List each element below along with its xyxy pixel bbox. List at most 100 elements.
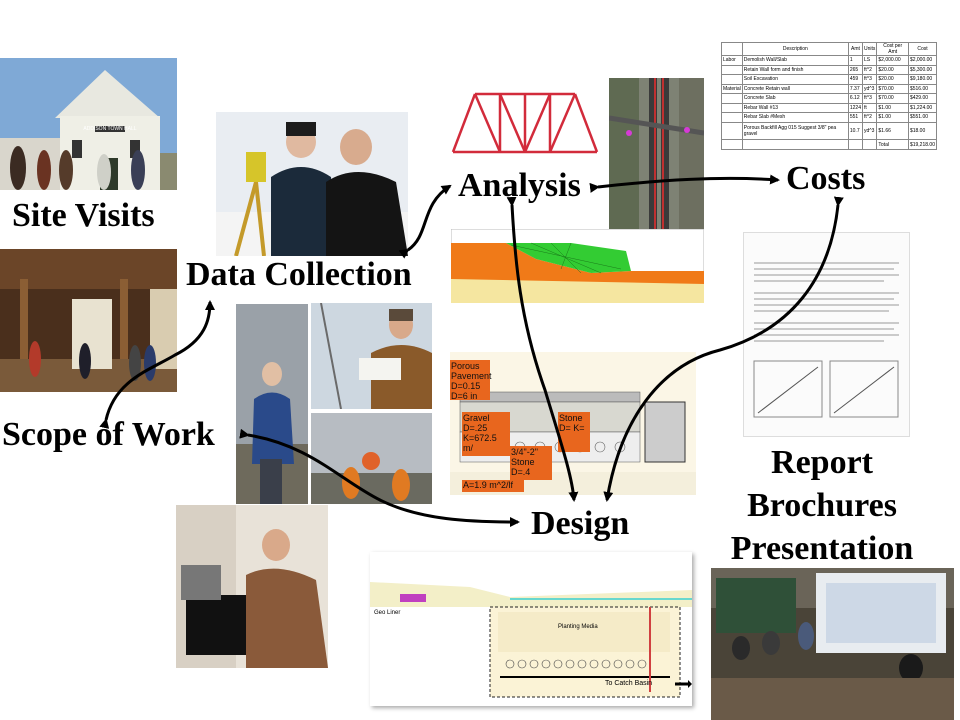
callout-porous-pavement: Porous Pavement D=0.15 D=6 in <box>450 360 492 401</box>
cost-table-cell <box>721 121 743 141</box>
cost-table-cell: ft^3 <box>861 74 878 85</box>
cost-table-cell <box>721 112 743 123</box>
cost-table-cell <box>847 139 864 150</box>
cost-table-cell: $1,224.00 <box>907 102 938 114</box>
label-costs: Costs <box>786 160 866 197</box>
cost-table-cell: yd^3 <box>861 121 878 141</box>
cost-header: Amt <box>847 42 864 56</box>
cost-table-cell <box>861 139 878 150</box>
cost-table-cell <box>721 64 743 76</box>
label-report: Report <box>771 444 873 481</box>
cost-table-cell: Rebar Wall #13 <box>741 102 849 114</box>
callout-stone-size: 3/4"-2" Stone D=.4 <box>510 446 552 480</box>
label-presentation: Presentation <box>730 530 914 567</box>
cost-table-cell: Labor <box>721 55 743 66</box>
cost-table-cell: $551.00 <box>907 112 938 123</box>
cost-table-cell: $20.00 <box>876 74 909 85</box>
cost-table-cell: 265 <box>847 64 864 76</box>
cost-table-row: Total$19,218.00 <box>721 139 938 150</box>
cost-table-cell: ft^2 <box>861 64 878 76</box>
surveying-photo <box>216 112 408 256</box>
cost-table-cell: Porous Backfill Agg 015 Suggest 3/8" pea… <box>741 121 849 141</box>
callout-gravel: Gravel D=.25 K=672.5 m/ <box>462 412 510 456</box>
cost-table-cell: 1224 <box>847 102 864 114</box>
cost-table-header: Description Amt Units Cost per Amt Cost <box>721 42 938 56</box>
label-data-collection: Data Collection <box>186 256 412 293</box>
callout-area: A=1.9 m^2/lf <box>462 480 524 492</box>
field-workers-photo <box>311 413 432 504</box>
cost-table-cell: 10.7 <box>847 121 864 141</box>
field-reader-photo <box>311 303 432 409</box>
catch-basin-label: To Catch Basin <box>605 680 653 687</box>
cost-table-cell: Total <box>876 139 909 150</box>
cost-table-cell: Demolish Wall/Slab <box>741 55 849 66</box>
cost-table-cell: ft^3 <box>861 93 878 104</box>
cost-table: Description Amt Units Cost per Amt Cost … <box>721 42 938 150</box>
cost-table-cell <box>721 93 743 104</box>
cost-table-cell <box>721 74 743 85</box>
presentation-classroom-photo <box>711 568 954 720</box>
cost-header: Description <box>741 42 849 56</box>
cost-table-cell: $1.66 <box>876 121 909 141</box>
cost-table-cell: LS <box>861 55 878 66</box>
cost-table-cell: Material <box>721 83 743 95</box>
arrow-data-to-analysis <box>398 184 452 259</box>
slope-analysis-drawing <box>451 229 704 303</box>
cost-table-cell: $1.00 <box>876 102 909 114</box>
cost-table-cell: 459 <box>847 74 864 85</box>
design-section-drawing: Porous Pavement D=0.15 D=6 in Gravel D=.… <box>450 352 696 495</box>
aerial-road-photo <box>609 78 704 230</box>
label-brochures: Brochures <box>747 487 897 524</box>
cost-table-cell: Soil Excavation <box>741 74 849 85</box>
field-student-photo <box>236 304 308 504</box>
cost-table-cell: $2,000.00 <box>907 55 938 66</box>
cost-table-cell: yd^3 <box>861 83 878 95</box>
cost-table-cell: $19,218.00 <box>907 139 938 150</box>
cost-table-cell: $516.00 <box>907 83 938 95</box>
cost-table-cell: Retain Wall form and finish <box>741 64 849 76</box>
cost-table-cell <box>741 139 849 150</box>
label-design: Design <box>531 505 630 542</box>
lab-testing-photo <box>176 505 328 668</box>
cost-table-cell: $9,180.00 <box>907 74 938 85</box>
cost-table-cell: Concrete Slab <box>741 93 849 104</box>
planting-media-label: Planting Media <box>558 624 598 630</box>
label-deliverables: Report Brochures Presentation <box>722 441 922 570</box>
cost-table-cell: 7.37 <box>847 83 864 95</box>
cost-table-cell: $429.00 <box>907 93 938 104</box>
cost-table-cell: ft^2 <box>861 112 878 123</box>
bioretention-section-drawing: To Catch Basin Planting Media Geo Liner <box>370 552 692 706</box>
cost-table-cell: 6.12 <box>847 93 864 104</box>
cost-table-cell <box>721 139 743 150</box>
cost-header: Cost per Amt <box>876 42 909 56</box>
cost-table-cell: $70.00 <box>876 93 909 104</box>
label-scope-of-work: Scope of Work <box>2 416 215 453</box>
cost-table-cell: $18.00 <box>907 121 938 141</box>
cost-header <box>721 42 743 56</box>
label-analysis: Analysis <box>458 167 581 204</box>
cost-table-cell: Concrete Retain wall <box>741 83 849 95</box>
cost-table-row: Porous Backfill Agg 015 Suggest 3/8" pea… <box>721 121 938 141</box>
cost-table-cell: 551 <box>847 112 864 123</box>
cost-header: Cost <box>907 42 938 56</box>
cost-table-cell: 1 <box>847 55 864 66</box>
label-site-visits: Site Visits <box>12 197 155 234</box>
cost-table-cell <box>721 102 743 114</box>
cost-table-cell: Rebar Slab #Mesh <box>741 112 849 123</box>
report-page <box>743 232 910 437</box>
callout-stone: Stone D= K= <box>558 412 590 452</box>
geo-liner-label: Geo Liner <box>374 610 401 616</box>
site-visit-photo: ADDISON TOWN HALL <box>0 58 177 190</box>
cost-table-cell: $2,000.00 <box>876 55 909 66</box>
barn-interior-photo <box>0 249 177 392</box>
cost-header: Units <box>861 42 878 56</box>
cost-table-cell: ft <box>861 102 878 114</box>
truss-drawing <box>445 82 605 162</box>
cost-table-cell: $20.00 <box>876 64 909 76</box>
cost-table-cell: $1.00 <box>876 112 909 123</box>
